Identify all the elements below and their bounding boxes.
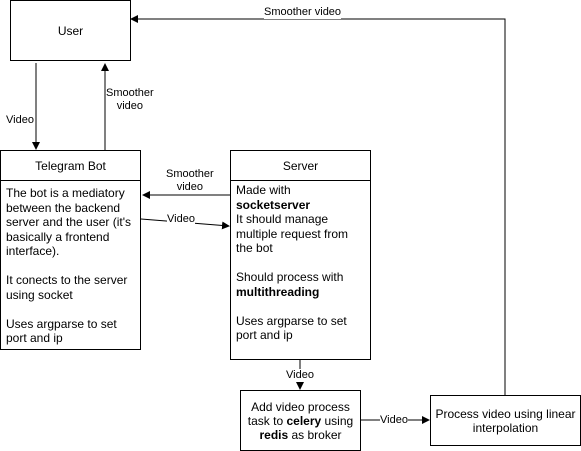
edge-interp-to-user: [130, 15, 506, 395]
celery-text-3: as broker: [288, 427, 342, 442]
edge-label-server-to-celery: Video: [286, 369, 314, 382]
celery-task-text: Add video process task to celery using r…: [247, 400, 354, 442]
edge-label-server-to-bot: Smoother video: [166, 168, 214, 194]
server-node[interactable]: Server Made with socketserver It should …: [230, 150, 371, 360]
telegram-bot-body: The bot is a mediatory between the backe…: [6, 186, 136, 346]
server-argparse: Uses argparse to set port and ip: [236, 313, 347, 343]
celery-bold: celery: [286, 413, 322, 428]
telegram-bot-title: Telegram Bot: [1, 151, 140, 181]
edge-label-interp-to-user: Smoother video: [264, 6, 342, 19]
redis-bold: redis: [259, 427, 289, 442]
edge-label-user-to-bot: Video: [6, 114, 34, 127]
server-socketserver: socketserver: [236, 197, 311, 212]
interpolation-label: Process video using linear interpolation: [435, 406, 576, 435]
edge-label-celery-to-interp: Video: [380, 414, 408, 427]
telegram-bot-argparse: Uses argparse to set port and ip: [6, 316, 117, 346]
server-process-with: Should process with: [236, 270, 344, 284]
edge-label-bot-to-user-line2: video: [116, 100, 143, 112]
celery-task-node[interactable]: Add video process task to celery using r…: [240, 390, 361, 451]
edge-label-server-to-bot-line2: video: [176, 181, 203, 193]
server-made-with: Made with: [236, 183, 291, 197]
celery-text-2: using: [321, 413, 354, 428]
server-body: Made with socketserver It should manage …: [236, 183, 366, 343]
user-node[interactable]: User: [10, 0, 131, 61]
server-manage: It should manage multiple request from t…: [236, 212, 349, 255]
server-title: Server: [231, 151, 370, 181]
celery-text-1: Add video process task to: [247, 399, 350, 428]
telegram-bot-desc: The bot is a mediatory between the backe…: [6, 186, 132, 258]
telegram-bot-node[interactable]: Telegram Bot The bot is a mediatory betw…: [0, 150, 141, 350]
user-label: User: [57, 23, 84, 38]
edge-label-bot-to-server: Video: [167, 213, 195, 226]
edge-label-server-to-bot-line1: Smoother: [166, 168, 214, 180]
server-multithreading: multithreading: [236, 284, 320, 299]
interpolation-node[interactable]: Process video using linear interpolation: [430, 395, 581, 446]
telegram-bot-connect: It conects to the server using socket: [6, 273, 128, 302]
edge-label-bot-to-user-line1: Smoother: [106, 87, 154, 99]
edge-label-bot-to-user: Smoother video: [106, 87, 154, 113]
